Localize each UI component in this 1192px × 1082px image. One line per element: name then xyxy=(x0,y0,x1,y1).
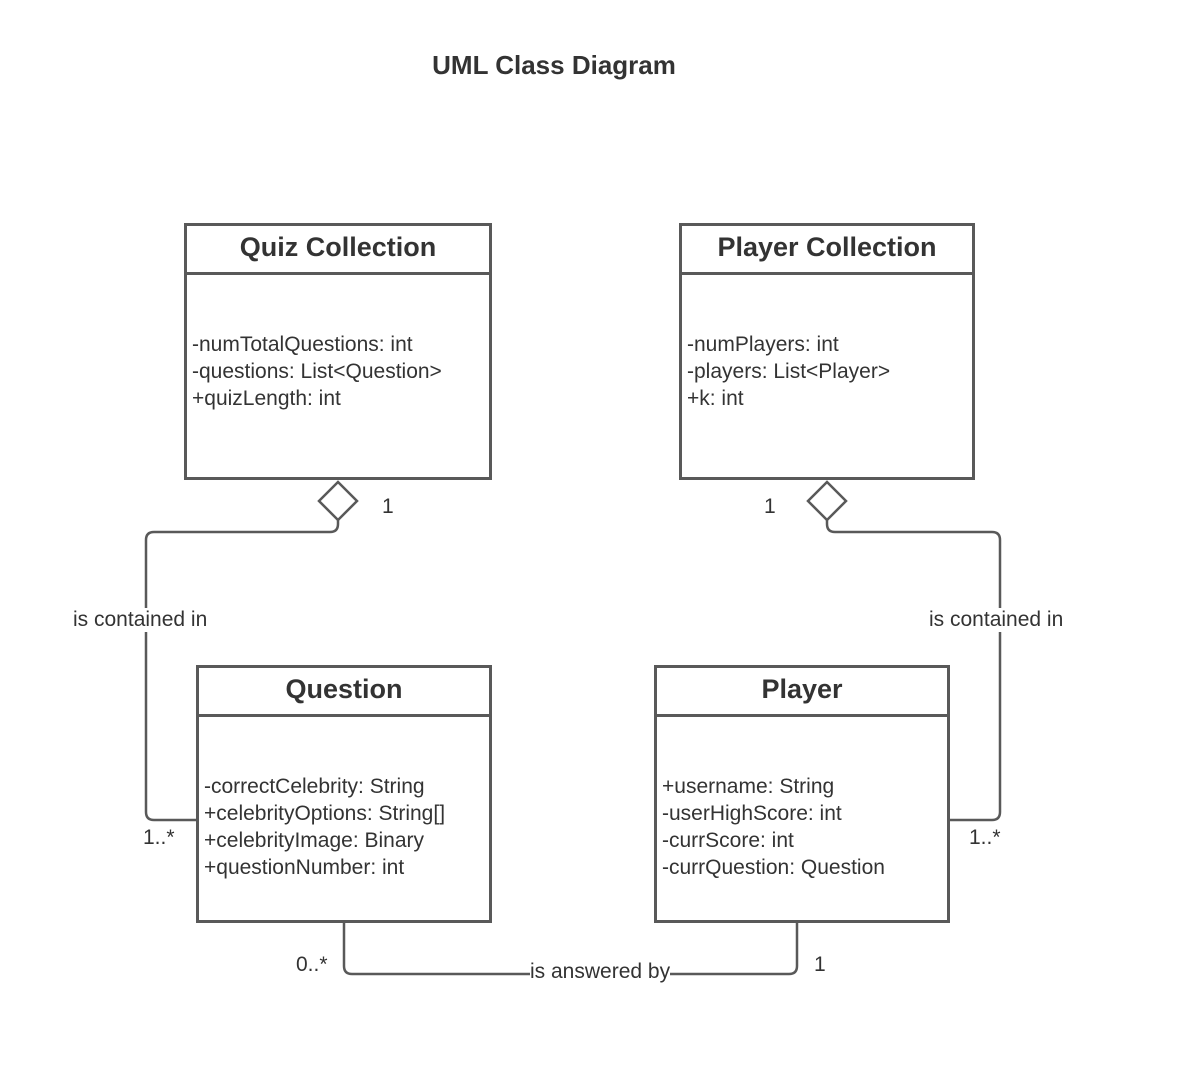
multiplicity-player-collection: 1 xyxy=(764,495,776,518)
attribute: +questionNumber: int xyxy=(204,856,405,879)
attribute: -numTotalQuestions: int xyxy=(192,333,413,356)
attribute: -numPlayers: int xyxy=(687,333,839,356)
class-attributes: -numPlayers: int -players: List<Player> … xyxy=(682,275,972,412)
aggregation-diamond-quiz xyxy=(317,480,359,522)
attribute: +k: int xyxy=(687,387,744,410)
class-attributes: +username: String -userHighScore: int -c… xyxy=(657,717,947,881)
relationship-label-question-player: is answered by xyxy=(530,960,671,984)
multiplicity-question-in-quiz: 1..* xyxy=(143,826,175,849)
class-name: Player xyxy=(657,668,947,717)
attribute: +username: String xyxy=(662,775,835,798)
class-name: Quiz Collection xyxy=(187,226,489,275)
aggregation-line-quiz-question xyxy=(144,520,340,822)
class-player-collection[interactable]: Player Collection -numPlayers: int -play… xyxy=(679,223,975,480)
multiplicity-quiz-collection: 1 xyxy=(382,495,394,518)
relationship-label-quiz-question: is contained in xyxy=(73,608,208,632)
attribute: +quizLength: int xyxy=(192,387,341,410)
class-name: Player Collection xyxy=(682,226,972,275)
attribute: +celebrityImage: Binary xyxy=(204,829,425,852)
class-quiz-collection[interactable]: Quiz Collection -numTotalQuestions: int … xyxy=(184,223,492,480)
class-attributes: -numTotalQuestions: int -questions: List… xyxy=(187,275,489,412)
aggregation-diamond-playercollection xyxy=(806,480,848,522)
multiplicity-player-answers: 1 xyxy=(814,953,826,976)
attribute: -players: List<Player> xyxy=(687,360,891,383)
class-player[interactable]: Player +username: String -userHighScore:… xyxy=(654,665,950,923)
attribute: -correctCelebrity: String xyxy=(204,775,425,798)
attribute: -currQuestion: Question xyxy=(662,856,885,879)
aggregation-line-playercollection-player xyxy=(825,520,1002,822)
attribute: -questions: List<Question> xyxy=(192,360,442,383)
attribute: -currScore: int xyxy=(662,829,794,852)
multiplicity-question-answered: 0..* xyxy=(296,953,328,976)
class-attributes: -correctCelebrity: String +celebrityOpti… xyxy=(199,717,489,881)
attribute: -userHighScore: int xyxy=(662,802,842,825)
attribute: +celebrityOptions: String[] xyxy=(204,802,446,825)
class-name: Question xyxy=(199,668,489,717)
multiplicity-player-in-collection: 1..* xyxy=(969,826,1001,849)
class-question[interactable]: Question -correctCelebrity: String +cele… xyxy=(196,665,492,923)
diagram-title: UML Class Diagram xyxy=(432,50,676,80)
relationship-label-playercollection-player: is contained in xyxy=(929,608,1064,632)
